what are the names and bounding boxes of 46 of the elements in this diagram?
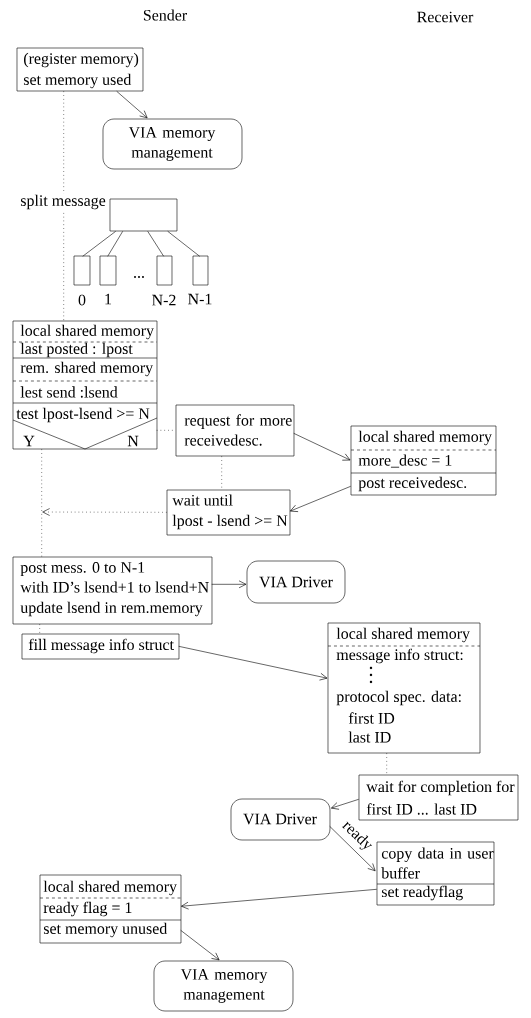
module-box: VIA memory management bbox=[102, 118, 243, 170]
connector-line bbox=[82, 231, 116, 257]
process-box: local shared memory message info struct: protocol spec. data: first ID last ID bbox=[327, 622, 481, 754]
ellipsis: ... bbox=[134, 276, 144, 278]
packet-box bbox=[109, 198, 178, 232]
arrow bbox=[181, 889, 377, 910]
process-box: (register memory) set memory used bbox=[16, 47, 144, 92]
connector-line bbox=[41, 449, 42, 558]
process-box: local shared memory last posted : lpost rem. shared memory lest send :lsend test lpost-lsend >= N Y N bbox=[12, 320, 158, 450]
process-box: post mess. 0 to N-1 with ID’s lsend+1 to lsend+N update lsend in rem.memory bbox=[12, 556, 213, 625]
connector-line bbox=[221, 456, 222, 491]
connector-line bbox=[167, 231, 200, 257]
process-box: copy data in user buffer set readyflag bbox=[376, 841, 495, 906]
packet-box bbox=[192, 255, 209, 286]
arrow bbox=[293, 433, 351, 461]
arrow bbox=[116, 91, 148, 119]
module-box: VIA Driver bbox=[230, 798, 331, 841]
module-box: VIA Driver bbox=[246, 560, 346, 604]
connector-line bbox=[147, 231, 164, 257]
connector-line bbox=[63, 91, 64, 322]
connector-line bbox=[386, 753, 387, 776]
arrow bbox=[42, 508, 167, 516]
process-box: wait for completion for first ID ... last ID bbox=[358, 774, 519, 821]
column-heading: Sender bbox=[143, 9, 187, 21]
packet-box bbox=[156, 255, 173, 286]
arrow bbox=[290, 486, 351, 512]
process-box: fill message info struct bbox=[21, 633, 180, 660]
process-box: local shared memory more_desc = 1 post receivedesc. bbox=[350, 425, 497, 496]
node-caption: N-2 bbox=[150, 293, 178, 307]
process-box: request for more receivedesc. bbox=[175, 404, 295, 457]
node-caption: split message bbox=[19, 193, 107, 211]
connector-line bbox=[107, 231, 123, 257]
arrow bbox=[329, 826, 376, 872]
module-box: VIA memory management bbox=[153, 960, 294, 1012]
node-caption: 1 bbox=[103, 292, 113, 306]
process-box: local shared memory ready flag = 1 set memory unused bbox=[39, 874, 182, 944]
packet-box bbox=[99, 255, 117, 286]
arrow bbox=[178, 646, 328, 681]
node-caption: N-1 bbox=[186, 292, 214, 306]
node-caption: 0 bbox=[77, 293, 87, 307]
column-heading: Receiver bbox=[417, 11, 474, 23]
arrow bbox=[180, 930, 220, 961]
packet-box bbox=[73, 255, 91, 286]
process-box: wait until lpost - lsend >= N bbox=[166, 489, 291, 536]
arrow bbox=[331, 799, 359, 810]
arrow bbox=[211, 580, 247, 589]
